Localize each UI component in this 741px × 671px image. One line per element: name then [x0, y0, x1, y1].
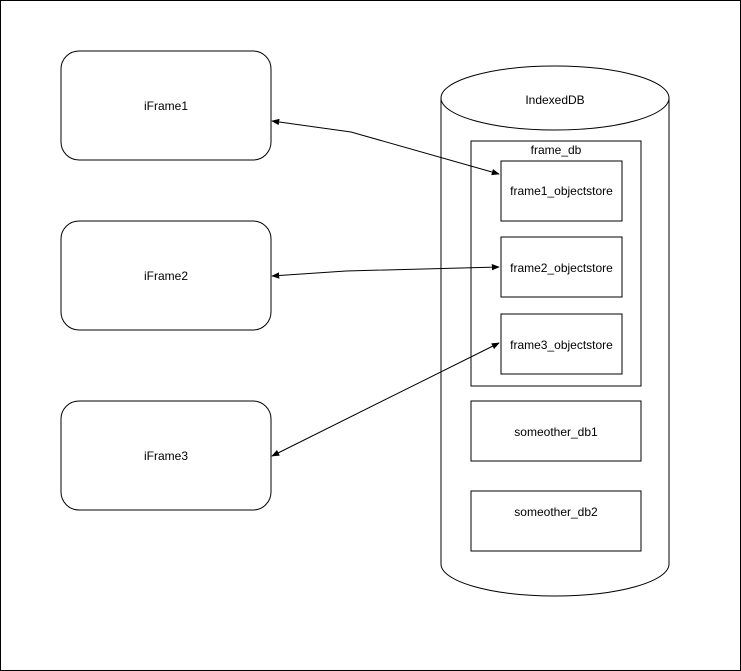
- indexeddb-label: IndexedDB: [525, 93, 584, 107]
- frame2-objectstore-box: [500, 236, 623, 298]
- iframe1-node: iFrame1: [60, 50, 272, 161]
- frame1-objectstore-label: frame1_objectstore: [510, 184, 613, 198]
- frame1-objectstore-box: [500, 160, 623, 222]
- iframe2-box: [60, 220, 272, 331]
- indexeddb-cylinder-top: [440, 65, 670, 131]
- frame2-objectstore-label: frame2_objectstore: [510, 261, 613, 275]
- iframe2-label: iFrame2: [144, 269, 188, 283]
- frame3-objectstore-node: frame3_objectstore: [500, 313, 623, 375]
- someother-db1-label: someother_db1: [514, 425, 598, 439]
- iframe3-node: iFrame3: [60, 400, 272, 511]
- edge-iframe1-frame1-objectstore: [271, 118, 500, 176]
- iframe3-box: [60, 400, 272, 511]
- iframe3-label: iFrame3: [144, 449, 188, 463]
- iframe2-node: iFrame2: [60, 220, 272, 331]
- frame1-objectstore-node: frame1_objectstore: [500, 160, 623, 222]
- someother-db1-node: someother_db1: [470, 400, 642, 462]
- edge-iframe3-frame3-objectstore: [271, 342, 500, 457]
- frame3-objectstore-box: [500, 313, 623, 375]
- iframe1-box: [60, 50, 272, 161]
- someother-db2-box: [470, 490, 642, 552]
- someother-db2-label: someother_db2: [514, 505, 598, 519]
- frame2-objectstore-node: frame2_objectstore: [500, 236, 623, 298]
- edge-iframe2-frame2-objectstore: [271, 263, 500, 279]
- iframe1-label: iFrame1: [144, 99, 188, 113]
- frame3-objectstore-label: frame3_objectstore: [510, 338, 613, 352]
- someother-db2-node: someother_db2: [470, 490, 642, 552]
- frame-db-label: frame_db: [531, 143, 582, 157]
